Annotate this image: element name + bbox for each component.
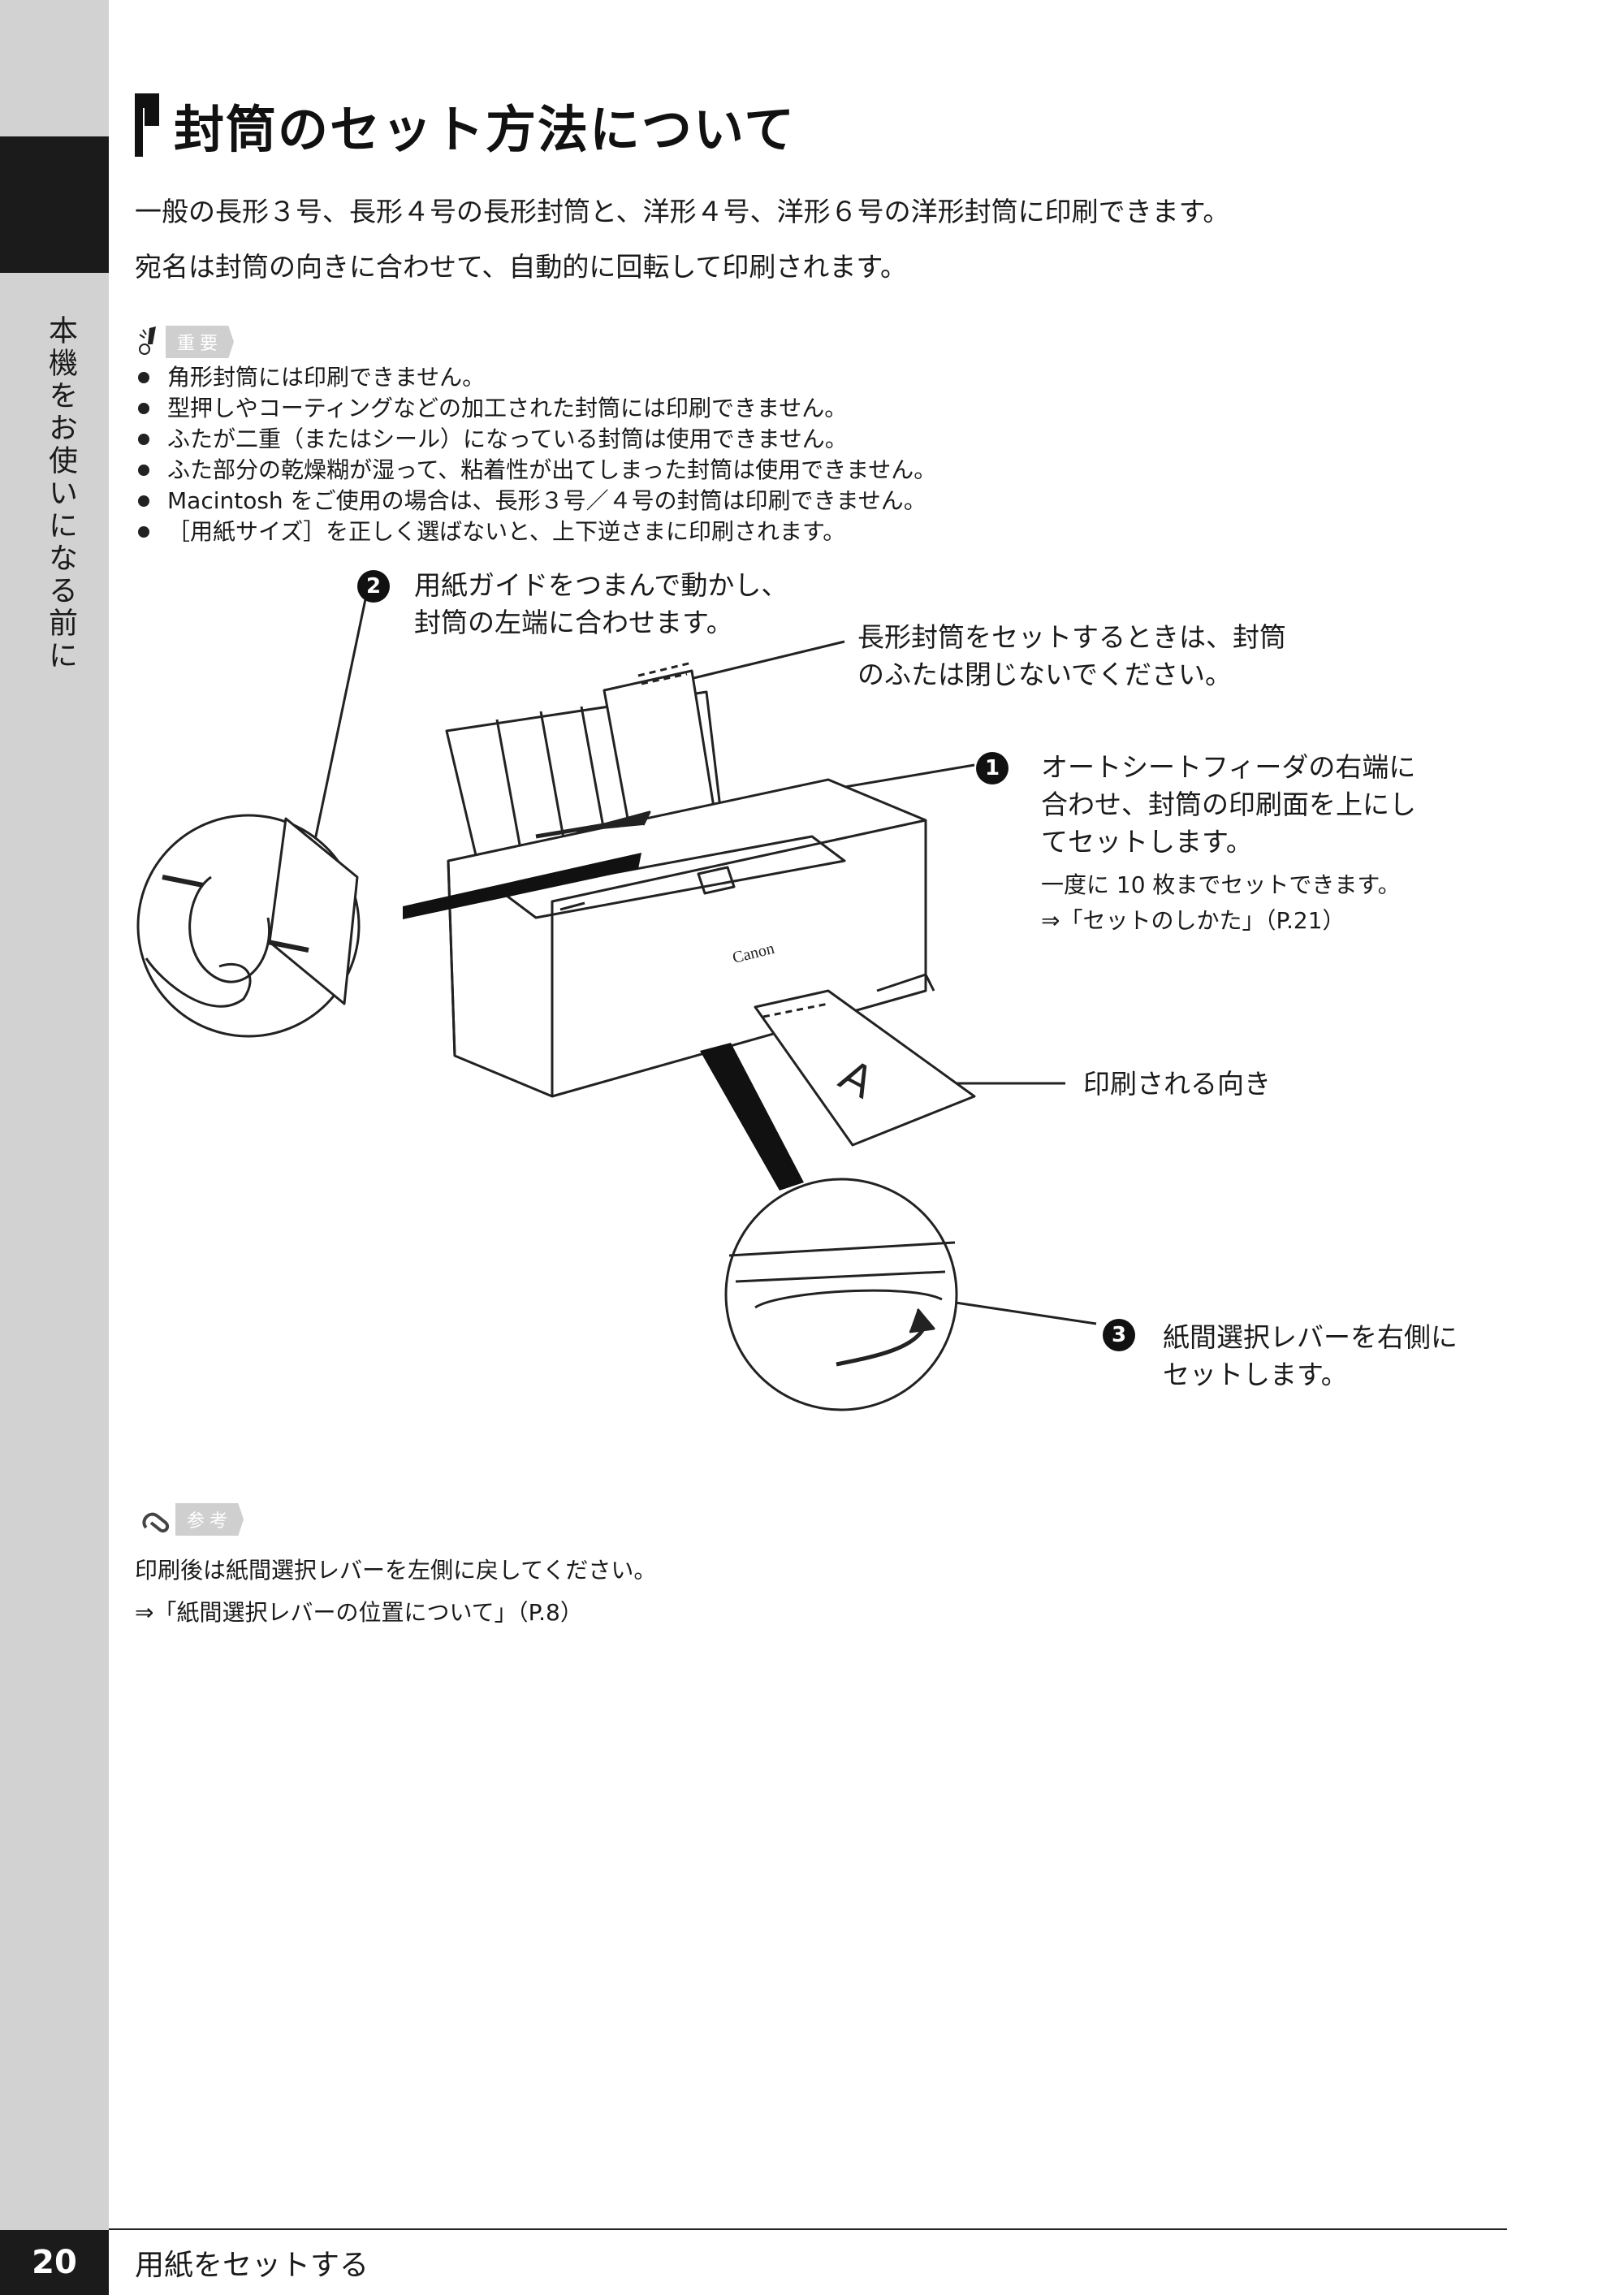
caution-item: ふたが二重（またはシール）になっている封筒は使用できません。 [135,424,936,455]
reference-line-2[interactable]: ⇒「紙間選択レバーの位置について」（P.8） [135,1599,583,1626]
sidebar-chapter-label: 本機をお使いになる前に [44,315,77,672]
title-marker-icon [135,93,159,157]
step-1-line-2: 合わせ、封筒の印刷面を上にし [1041,789,1416,820]
footer-divider [109,2228,1507,2230]
reference-badge-label: 参考 [175,1503,244,1536]
caution-badge: 重要 [138,326,235,358]
footer-section-title: 用紙をセットする [135,2249,369,2282]
step-3-badge: 3 [1103,1319,1135,1351]
step-2-line-2: 封筒の左端に合わせます。 [414,607,733,638]
caution-item: ふた部分の乾燥糊が湿って、粘着性が出てしまった封筒は使用できません。 [135,455,936,486]
flap-note-line-2: のふたは閉じないでください。 [857,659,1233,690]
step-1-sub-1: 一度に 10 枚までセットできます。 [1041,871,1401,898]
flap-note-line-1: 長形封筒をセットするときは、封筒 [857,621,1286,653]
step-3-line-2: セットします。 [1163,1359,1348,1390]
caution-item: Macintosh をご使用の場合は、長形３号／４号の封筒は印刷できません。 [135,486,936,516]
reference-badge: 参考 [138,1503,244,1536]
step-1-line-1: オートシートフィーダの右端に [1041,751,1416,783]
caution-item: 型押しやコーティングなどの加工された封筒には印刷できません。 [135,393,936,424]
exclamation-icon [139,326,156,355]
step-1-subtext: 一度に 10 枚までセットできます。 ⇒「セットのしかた」（P.21） [1041,867,1401,939]
step-1-line-3: てセットします。 [1041,826,1253,858]
caution-badge-label: 重要 [166,326,235,358]
step-1-text: オートシートフィーダの右端に 合わせ、封筒の印刷面を上にし てセットします。 [1041,749,1416,861]
step-3-text: 紙間選択レバーを右側に セットします。 [1163,1319,1458,1394]
paperclip-icon [142,1512,170,1533]
sidebar-strip [0,0,109,2295]
step-3-line-1: 紙間選択レバーを右側に [1163,1321,1458,1353]
reference-line-1: 印刷後は紙間選択レバーを左側に戻してください。 [135,1557,657,1584]
step-1-sub-2: ⇒「セットのしかた」（P.21） [1041,907,1345,934]
intro-line-1: 一般の長形３号、長形４号の長形封筒と、洋形４号、洋形６号の洋形封筒に印刷できます… [135,196,1230,227]
step-2-badge: 2 [357,570,390,603]
flap-note: 長形封筒をセットするときは、封筒 のふたは閉じないでください。 [857,619,1286,694]
page-title: 封筒のセット方法について [174,100,797,159]
step-1-badge: 1 [976,752,1009,784]
intro-line-2: 宛名は封筒の向きに合わせて、自動的に回転して印刷されます。 [135,251,908,283]
step-2-line-1: 用紙ガイドをつまんで動かし、 [414,569,788,601]
print-direction-label: 印刷される向き [1083,1068,1271,1100]
sidebar-chapter-tab [0,136,109,273]
page-title-block: 封筒のセット方法について [135,93,796,159]
page-number: 20 [0,2230,109,2295]
step-2-text: 用紙ガイドをつまんで動かし、 封筒の左端に合わせます。 [414,567,788,642]
caution-list: 角形封筒には印刷できません。 型押しやコーティングなどの加工された封筒には印刷で… [135,362,936,547]
caution-item: ［用紙サイズ］を正しく選ばないと、上下逆さまに印刷されます。 [135,516,936,547]
caution-item: 角形封筒には印刷できません。 [135,362,936,393]
